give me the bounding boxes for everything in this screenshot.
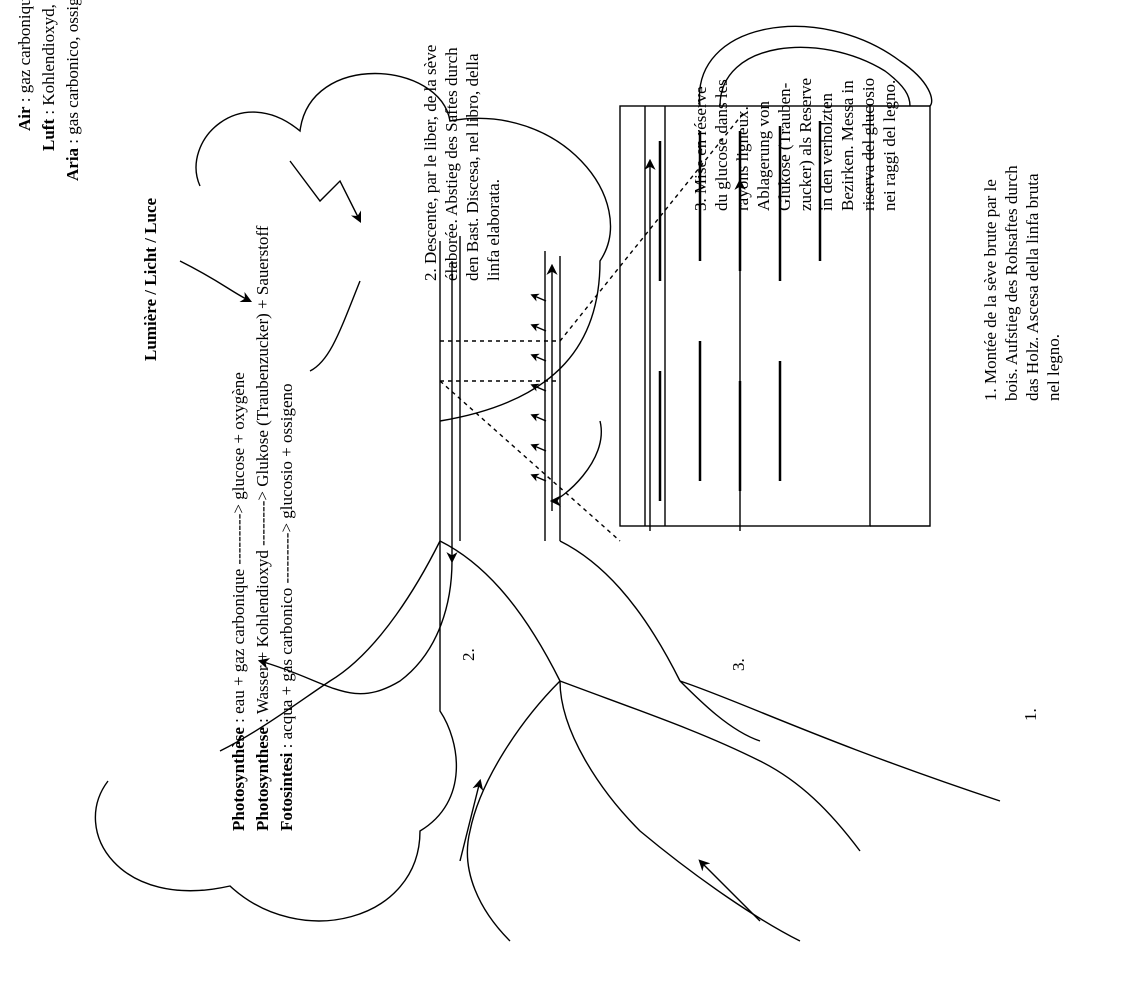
luft-label: Luft: [39, 118, 58, 151]
reserve-line: Ablagerung von: [754, 100, 773, 211]
marker-1: 1.: [1021, 708, 1040, 721]
ray-arrow: [530, 293, 547, 302]
photosynthesis-fr: Photosynthèse : eau + gaz carbonique ---…: [228, 372, 249, 831]
wood-block: [619, 105, 871, 527]
light-label: Lumière / Licht / Luce: [141, 197, 160, 361]
reserve-line: du glucose dans les: [712, 79, 731, 211]
photosynthesis-de: Photosynthese : Wasser + Kohlendioxyd --…: [252, 226, 273, 831]
luft-text: : Kohlendioxyd, Sauerstoff, Wasser, Stic…: [39, 0, 58, 119]
ascent-line: bois. Aufstieg des Rohsaftes durch: [1002, 165, 1021, 401]
marker-3: 3.: [729, 658, 748, 671]
reserve-line: in den verholzten: [817, 92, 836, 211]
photosynthesis-de-label: Photosynthese: [253, 727, 272, 831]
reserve-caption: 3. Mise en réserve du glucose dans les r…: [690, 11, 900, 211]
marker-2: 2.: [459, 648, 478, 661]
reserve-line: Glukose (Trauben-: [775, 82, 794, 211]
root-line: [559, 680, 861, 852]
ascent-path: [257, 560, 453, 695]
descent-line: 2. Descente, par le liber, de la sève: [421, 44, 440, 281]
root-line: [559, 680, 801, 942]
photosynthesis-it: Fotosintesi : acqua + gas carbonico ----…: [276, 383, 297, 831]
light-arrow: [289, 160, 362, 224]
ray-arrow: [530, 383, 547, 392]
photosynthesis-de-text: : Wasser + Kohlendioxyd --------> Glukos…: [253, 225, 272, 728]
crown-outline-left: [94, 541, 458, 922]
section-dash: [559, 110, 746, 342]
aria-text: : gas carbonico, ossigeno, acqua, azoto,…: [63, 0, 82, 148]
ascent-caption: 1. Montée de la sève brute par le bois. …: [980, 111, 1064, 401]
air-line-3: Aria : gas carbonico, ossigeno, acqua, a…: [62, 0, 83, 181]
photosynthesis-fr-label: Photosynthèse: [229, 727, 248, 831]
air-line-2: Luft : Kohlendioxyd, Sauerstoff, Wasser,…: [38, 0, 59, 151]
ray-arrow: [530, 473, 547, 482]
root-line: [219, 540, 441, 752]
reserve-line: nei raggi del legno.: [880, 79, 899, 211]
photosynthesis-it-label: Fotosintesi: [277, 752, 296, 831]
root-line: [679, 680, 761, 742]
air-line-1: Air : gaz carbonique, oxygène, eau, azot…: [14, 0, 35, 131]
root-line: [679, 680, 1001, 802]
ray-arrow: [530, 443, 547, 452]
ascent-line: nel legno.: [1044, 333, 1063, 401]
descent-line: linfa elaborata.: [484, 179, 503, 281]
descent-path: [549, 420, 603, 507]
reserve-line: rayons ligneux.: [733, 106, 752, 211]
ray-arrow: [530, 323, 547, 332]
root-line: [559, 540, 681, 682]
reserve-line: riserva del glucosio: [859, 77, 878, 211]
photosynthesis-it-text: : acqua + gas carbonico ---------> gluco…: [277, 383, 296, 753]
section-dash: [439, 380, 621, 542]
ray-arrow: [530, 413, 547, 422]
root-line: [466, 680, 561, 942]
air-text: : gaz carbonique, oxygène, eau, azote, e…: [15, 0, 34, 106]
reserve-line: 3. Mise en réserve: [691, 86, 710, 211]
reserve-line: Bezirken. Messa in: [838, 80, 857, 211]
descent-line: den Bast. Discesa, nel libro, della: [463, 53, 482, 281]
crown-outline-right: [195, 72, 612, 422]
ascent-line: 1. Montée de la sève brute par le: [981, 179, 1000, 401]
air-label: Air: [15, 106, 34, 131]
descent-line: élaborée. Abstieg des Saftes durch: [442, 47, 461, 281]
reserve-line: zucker) als Reserve: [796, 77, 815, 211]
root-arrow: [698, 859, 761, 922]
ascent-line: das Holz. Ascesa della linfa bruta: [1023, 173, 1042, 401]
ray-arrow: [530, 353, 547, 362]
root-line: [439, 540, 561, 682]
descent-caption: 2. Descente, par le liber, de la sève él…: [420, 1, 504, 281]
bark-curve: [698, 25, 933, 107]
photosynthesis-fr-text: : eau + gaz carbonique ---------> glucos…: [229, 372, 248, 728]
aria-label: Aria: [63, 147, 82, 181]
root-arrow: [459, 778, 484, 862]
